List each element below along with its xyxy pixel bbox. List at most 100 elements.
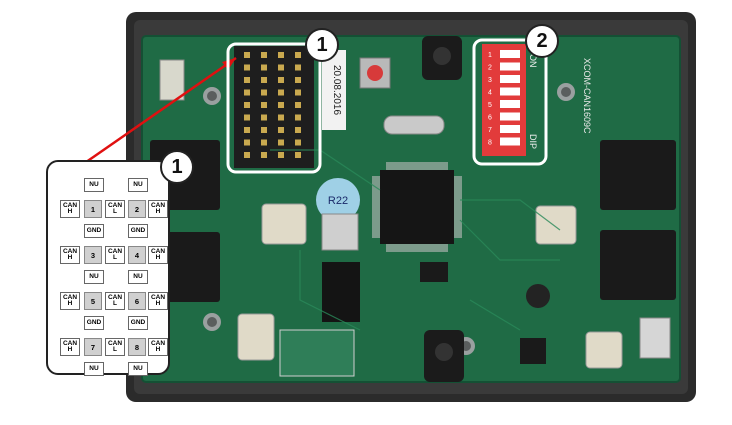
header-pin [244,89,250,96]
header-pin [295,102,301,108]
header-pin [278,152,284,158]
header-pin [295,52,301,58]
model-label: XCOM-CAN1609C [582,58,592,134]
dip-number: 1 [488,52,492,59]
header-pin [295,114,301,121]
pin-label: CAN H [148,200,168,218]
header-pin [295,89,301,96]
pin-number: 4 [128,246,146,264]
header-pins [244,52,301,158]
pin-label: NU [84,362,104,376]
pin-label: CAN L [105,292,125,310]
pin-label: CAN H [148,338,168,356]
pin-label: CAN L [105,200,125,218]
header-pin [244,77,250,83]
dip-number: 4 [488,90,492,97]
pin-label: NU [84,178,104,192]
dip-key [500,87,520,96]
dip-number: 7 [488,127,492,134]
callout-1-header-number: 1 [316,33,328,56]
date-label: 20.08.2016 [331,65,342,115]
callout-1-header: 1 [305,28,339,62]
dip-number: 8 [488,140,492,147]
dip-number: 5 [488,102,492,109]
rj-connector-right-top [600,140,676,210]
pin-number: 1 [84,200,102,218]
header-pin [295,139,301,146]
dip-key [500,62,520,71]
callout-arrow [65,56,237,178]
dip-key [500,100,520,108]
dip-key [500,75,520,83]
dip-highlight-box [472,38,548,166]
pin-label: GND [84,224,104,238]
dip-on-label: ON [528,54,538,68]
header-pin [244,64,250,71]
dip-number: 3 [488,77,492,84]
pin-number: 6 [128,292,146,310]
dip-key [500,112,520,121]
header-pin [278,52,284,58]
header-highlight-box [226,42,322,174]
pin-label: NU [128,178,148,192]
pin-label: NU [128,270,148,284]
header-pin [244,102,250,108]
header-pin [278,89,284,96]
callout-1-legend-number: 1 [171,155,183,178]
mcu-chip [380,170,454,244]
pin-number: 7 [84,338,102,356]
pin-label: CAN H [60,338,80,356]
pin-label: CAN H [148,292,168,310]
header-pin [261,127,267,133]
header-pin [244,139,250,146]
header-pin [261,52,267,58]
header-pin [244,127,250,133]
pin-number: 5 [84,292,102,310]
header-pin [261,102,267,108]
pin-label: GND [84,316,104,330]
r22-label: R22 [328,195,348,207]
header-pin [244,152,250,158]
callout-1-legend: 1 [160,150,194,184]
dip-number: 6 [488,115,492,122]
dip-keys: 1 2 3 4 5 6 7 8 [488,50,520,147]
header-pin [244,114,250,121]
header-pin [278,127,284,133]
header-pin [261,114,267,121]
r22-sticker [316,178,360,222]
header-pin [261,64,267,71]
dip-key [500,137,520,146]
dip-label: DIP [528,134,538,149]
pin-label: CAN H [60,200,80,218]
callout-2-dip: 2 [525,24,559,58]
pin-label: CAN L [105,338,125,356]
pin-label: CAN H [148,246,168,264]
header-pin [278,77,284,83]
header-pin [261,152,267,158]
pin-label: CAN H [60,292,80,310]
header-pin [261,77,267,83]
pin-label: GND [128,224,148,238]
header-pin [244,52,250,58]
header-pin [295,64,301,71]
pin-number: 3 [84,246,102,264]
header-pin [295,77,301,83]
pin-number: 8 [128,338,146,356]
pin-number: 2 [128,200,146,218]
rj-connector-right-bottom [600,230,676,300]
header-pin [278,114,284,121]
header-pin [261,139,267,146]
header-pin [261,89,267,96]
header-pin [278,139,284,146]
dip-key [500,50,520,58]
header-pin [278,102,284,108]
reset-button-photo [367,65,383,81]
dip-number: 2 [488,65,492,72]
pin-label: CAN L [105,246,125,264]
header-pin [295,152,301,158]
header-pin [295,127,301,133]
callout-2-dip-number: 2 [536,29,548,52]
pin-label: GND [128,316,148,330]
